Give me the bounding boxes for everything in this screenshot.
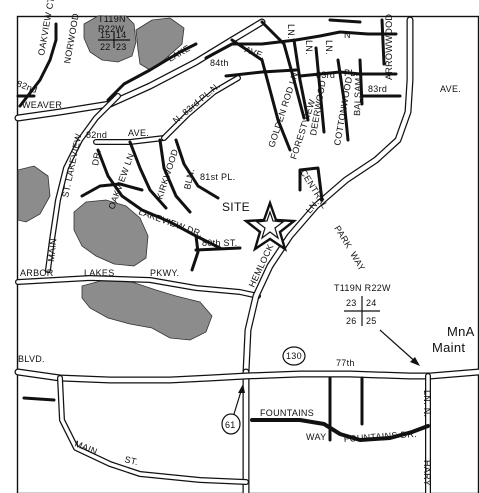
- street-hary: HARY: [422, 460, 432, 486]
- township-grid-main: [344, 296, 380, 326]
- street-cottonwood: COTTONWOOD: [332, 76, 354, 147]
- street-ln-b: LN.: [304, 40, 314, 55]
- street-balsam: BALSAM: [352, 77, 363, 116]
- street-ave-top: AVE.: [243, 44, 266, 61]
- route-61-shield-icon: [221, 384, 245, 435]
- street-pkwy: PKWY.: [150, 268, 179, 278]
- lake-north-left: [83, 15, 137, 63]
- route-130-shield-icon: [282, 346, 306, 366]
- street-80th-st: 80th ST.: [202, 238, 237, 248]
- township-main-sec-26: 26: [346, 316, 357, 326]
- site-star-icon: [242, 199, 298, 252]
- township-main-sec-23: 23: [346, 298, 357, 308]
- street-83rd-ave: 83rd: [368, 84, 387, 94]
- street-way: WAY: [348, 250, 367, 273]
- street-lakes: LAKES: [84, 268, 115, 278]
- street-blvd: BLVD.: [18, 354, 45, 364]
- corner-text-line1: MnA: [447, 324, 475, 339]
- township-top-line1: T119N: [98, 14, 126, 24]
- street-norwood: NORWOOD: [62, 12, 81, 64]
- street-st-bottom: ST.: [124, 454, 140, 467]
- lake-west: [17, 165, 51, 223]
- street-dr-left: DR.: [90, 148, 103, 166]
- site-label: SITE: [222, 200, 250, 214]
- street-fountains: FOUNTAINS: [260, 408, 314, 418]
- street-84th: 84th: [210, 58, 229, 68]
- route-130-label: 130: [286, 351, 302, 361]
- township-pointer-arrowhead: [410, 357, 420, 366]
- street-ln-a: LN.: [286, 24, 296, 39]
- street-82nd-ave: 82nd: [86, 130, 107, 140]
- street-kirkwood: KIRKWOOD: [154, 148, 180, 201]
- lake-oakview: [73, 199, 149, 267]
- township-top-sec-23: 23: [116, 42, 127, 52]
- street-arrowwood: ARROWWOOD: [384, 14, 394, 80]
- street-main-left: MAIN: [46, 238, 58, 263]
- township-top-sec-22: 22: [100, 42, 111, 52]
- street-81st-pl: 81st PL.: [200, 172, 235, 182]
- lake-north-right: [135, 17, 185, 71]
- street-ln-n: LN. N.: [422, 390, 432, 417]
- township-pointer-line: [379, 329, 419, 365]
- township-grid-top: [98, 32, 130, 48]
- route-61-label: 61: [225, 420, 236, 430]
- township-main-heading: T119N R22W: [334, 283, 391, 293]
- street-st-lakeview: ST. LAKEVIEW: [60, 132, 83, 198]
- lake-arbor: [81, 279, 213, 341]
- street-weaver: WEAVER: [22, 100, 62, 110]
- township-top-sec-14: 14: [116, 30, 127, 40]
- street-ln-c: LN.: [324, 40, 334, 55]
- street-fountains-dr: FOUNTAINS DR.: [343, 429, 417, 444]
- township-top-sec-15: 15: [100, 30, 111, 40]
- corner-text-line2: Maint: [432, 340, 465, 355]
- street-77th: 77th: [336, 358, 355, 368]
- street-83rd-pl-n: N. 83rd PL.N.: [171, 80, 222, 125]
- street-pl-top: PL.: [344, 68, 358, 78]
- township-top-line2: R22W: [98, 24, 124, 34]
- street-way-bottom: WAY: [306, 432, 326, 442]
- street-park: PARK: [332, 224, 354, 251]
- street-83rd-pl: 83rd: [316, 70, 335, 80]
- street-82nd-top: 82nd: [15, 78, 38, 95]
- street-n-top: N: [344, 30, 351, 40]
- street-ave-right: AVE.: [440, 84, 461, 94]
- street-bln: BLN.: [182, 168, 196, 191]
- township-main-sec-24: 24: [366, 298, 377, 308]
- street-82nd-ave-suffix: AVE.: [128, 128, 149, 138]
- road-network: [14, 16, 479, 493]
- township-main-sec-25: 25: [366, 316, 377, 326]
- street-arbor: ARBOR: [20, 268, 54, 278]
